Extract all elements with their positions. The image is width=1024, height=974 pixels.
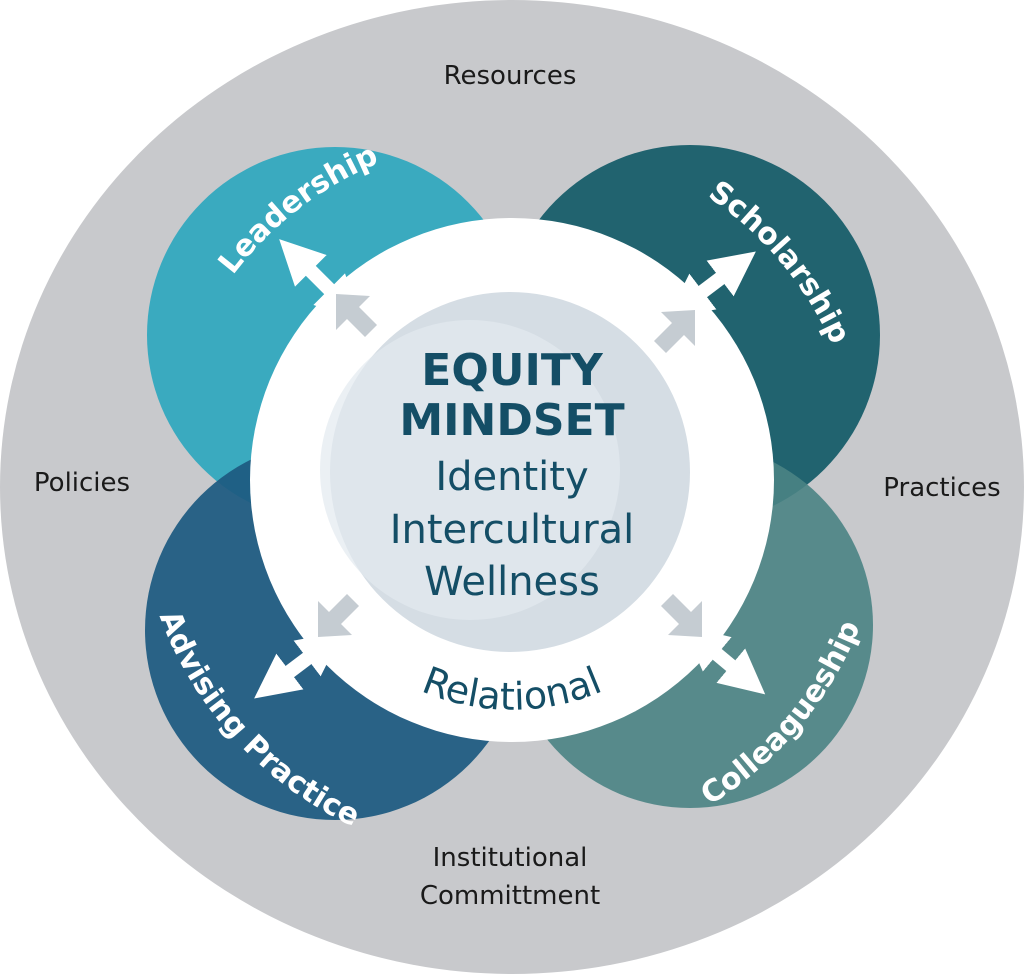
title-equity: EQUITY: [421, 345, 604, 396]
item-wellness: Wellness: [424, 559, 600, 605]
committment-label: Committment: [420, 881, 600, 911]
inner-arrow-se-icon: [661, 594, 702, 637]
resources-label: Resources: [444, 61, 577, 91]
arrow-scholarship-icon: [667, 251, 756, 319]
inner-arrows: [318, 294, 702, 637]
inner-arrow-sw-icon: [318, 594, 359, 637]
inner-arrow-ne-icon: [654, 310, 695, 353]
arrow-advising-icon: [254, 631, 343, 699]
title-mindset: MINDSET: [399, 395, 624, 446]
inner-arrow-nw-icon: [336, 294, 377, 337]
institutional-label: Institutional: [433, 843, 588, 873]
practices-label: Practices: [883, 473, 1000, 503]
item-identity: Identity: [435, 454, 588, 500]
policies-label: Policies: [34, 468, 130, 498]
arrow-colleagueship-icon: [682, 625, 766, 695]
center-disc-highlight: [320, 320, 620, 620]
item-intercultural: Intercultural: [390, 507, 635, 553]
